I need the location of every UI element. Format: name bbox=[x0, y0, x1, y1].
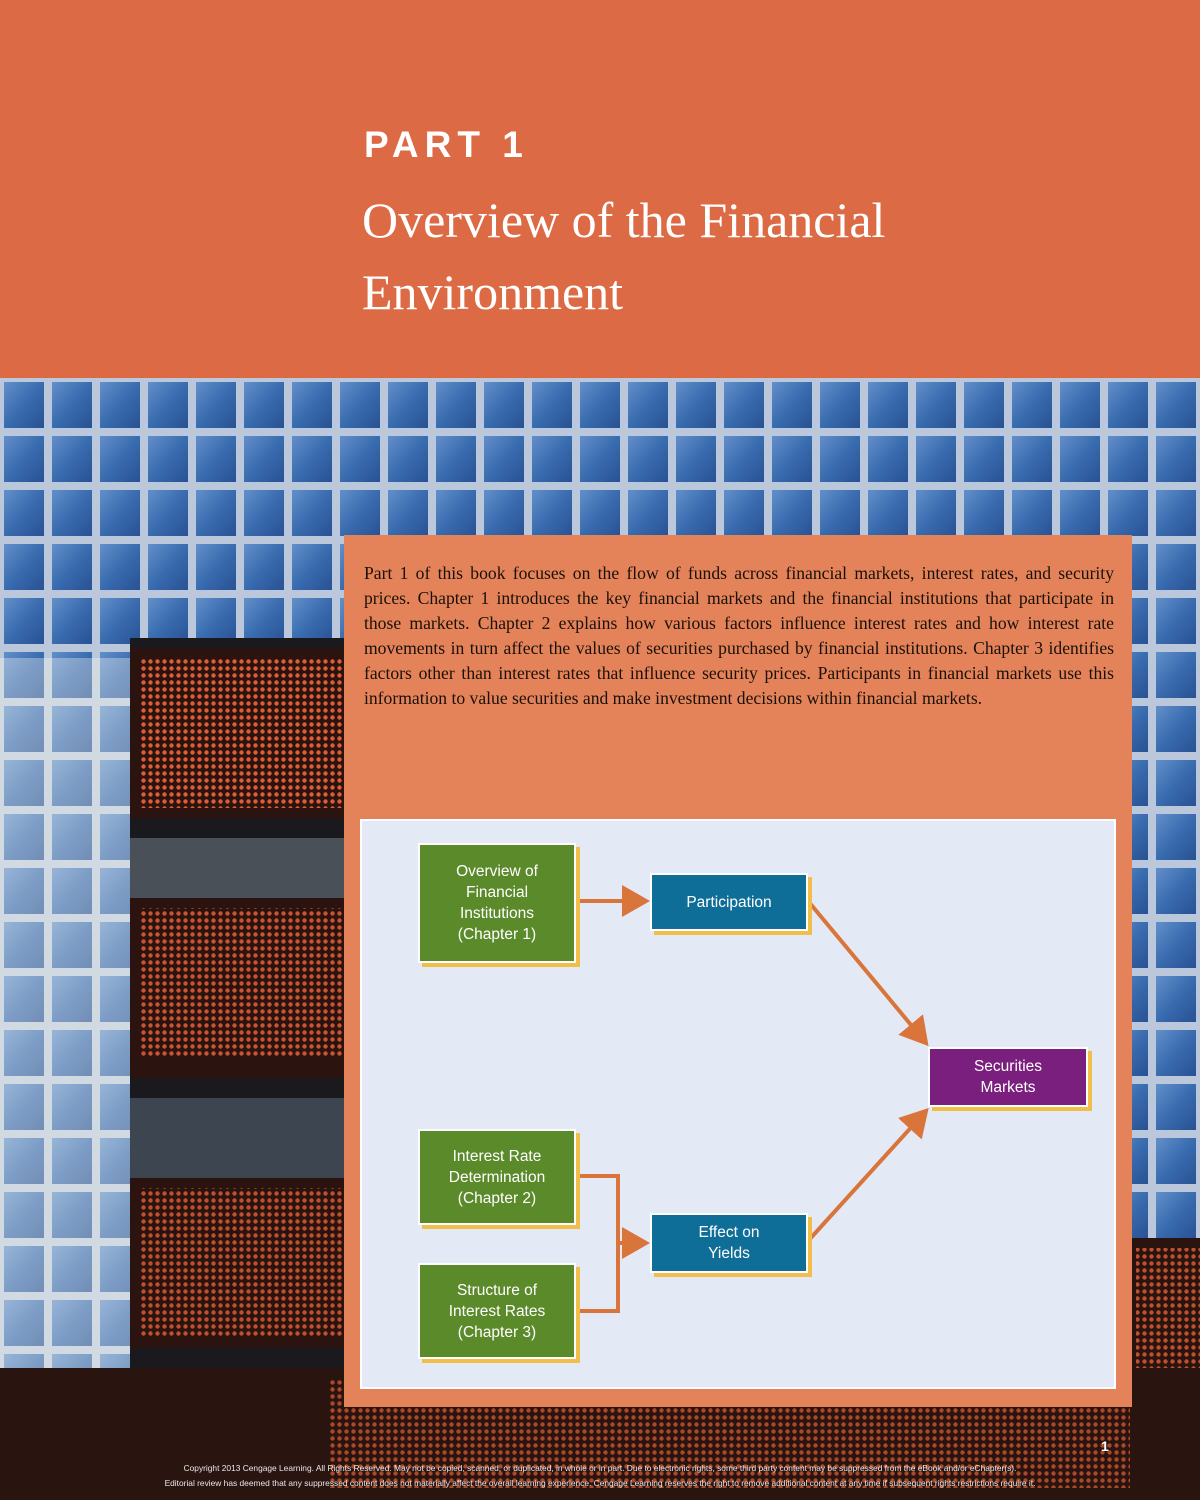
box-effect-on-yields: Effect on Yields bbox=[650, 1213, 808, 1273]
intro-text: Part 1 of this book focuses on the flow … bbox=[364, 563, 1114, 708]
chapter-flow-diagram: Overview of Financial Institutions (Chap… bbox=[360, 819, 1116, 1389]
part-header: PART 1 Overview of the Financial Environ… bbox=[0, 0, 1200, 378]
flow-arrows bbox=[577, 885, 929, 1313]
arrow-effect-to-securities bbox=[806, 1108, 929, 1243]
box-overview-financial-institutions: Overview of Financial Institutions (Chap… bbox=[418, 843, 576, 963]
part-title: Overview of the Financial Environment bbox=[362, 192, 886, 320]
box-securities-markets: Securities Markets bbox=[928, 1047, 1088, 1107]
intro-panel: Part 1 of this book focuses on the flow … bbox=[344, 535, 1132, 1407]
part-label: PART 1 bbox=[364, 124, 529, 165]
box-participation: Participation bbox=[650, 873, 808, 931]
page-number: 1 bbox=[1101, 1438, 1109, 1454]
box-interest-rate-determination: Interest Rate Determination (Chapter 2) bbox=[418, 1129, 576, 1225]
copyright-line-1: Copyright 2013 Cengage Learning. All Rig… bbox=[183, 1463, 1017, 1473]
arrow-participation-to-securities bbox=[806, 899, 929, 1047]
copyright-line-2: Editorial review has deemed that any sup… bbox=[164, 1478, 1036, 1488]
bracket-chapter2-chapter3 bbox=[577, 1174, 620, 1313]
box-structure-of-interest-rates: Structure of Interest Rates (Chapter 3) bbox=[418, 1263, 576, 1359]
